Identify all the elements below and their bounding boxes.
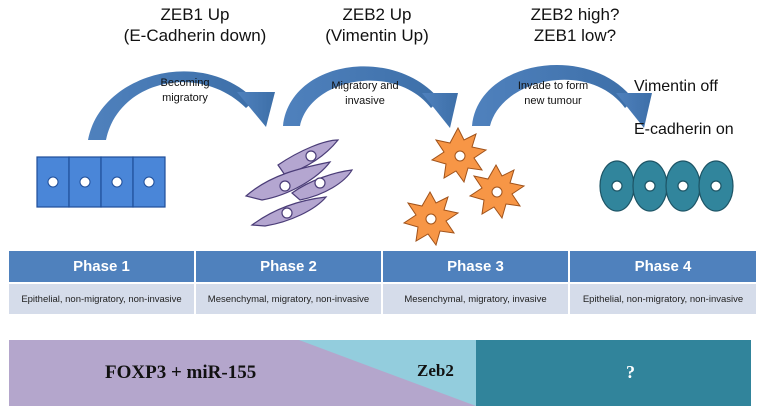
stage-3-label: ZEB2 high? ZEB1 low? [530,5,620,45]
regulator-bar-shapes [9,340,751,406]
e-cadherin-on-label: E-cadherin on [634,121,734,138]
vimentin-off-label: Vimentin off [634,78,718,95]
curved-arrow-2-icon [283,66,458,128]
phase-1-header: Phase 1 [9,251,196,282]
stage-1-label: ZEB1 Up (E-Cadherin down) [123,5,267,45]
phase-2-header: Phase 2 [196,251,383,282]
curved-arrow-1-icon [88,71,275,140]
phase-4-header: Phase 4 [570,251,756,282]
stage-2-label: ZEB2 Up (Vimentin Up) [325,5,429,45]
arrow-1-label: Becoming migratory [160,77,210,104]
phase-3-header: Phase 3 [383,251,570,282]
unknown-regulator-label: ? [626,362,635,382]
phase-4-description: Epithelial, non-migratory, non-invasive [570,282,756,314]
mesenchymal-cells-icon [244,139,354,227]
curved-arrow-3-icon [472,65,652,128]
arrow-2-label: Migratory and invasive [331,80,399,107]
phase-3-description: Mesenchymal, migratory, invasive [383,282,570,314]
foxp3-mir155-label: FOXP3 + miR-155 [105,362,257,383]
regulator-bar: FOXP3 + miR-155 Zeb2 ? [9,340,751,406]
epithelial-cells-icon [36,156,166,208]
phase-table: Phase 1 Phase 2 Phase 3 Phase 4 Epitheli… [9,251,756,314]
phase-1-description: Epithelial, non-migratory, non-invasive [9,282,196,314]
phase-2-description: Mesenchymal, migratory, non-invasive [196,282,383,314]
diagram-graphics [36,65,734,247]
zeb2-label: Zeb2 [417,361,454,380]
oval-epithelial-cells-icon [599,160,734,212]
invasive-cells-icon [402,126,526,247]
arrow-3-label: Invade to form new tumour [517,80,589,107]
